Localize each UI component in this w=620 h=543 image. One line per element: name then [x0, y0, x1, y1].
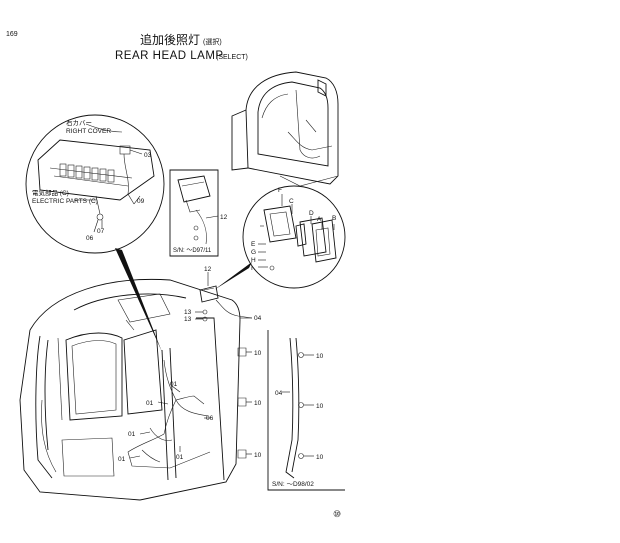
label-I: I: [251, 265, 253, 272]
callout-12: 12: [204, 266, 212, 273]
callout-13-b: 13: [184, 316, 192, 323]
title-japanese-note: (選択): [203, 37, 222, 46]
callout-01-e: 01: [176, 454, 184, 461]
lamp-box-callout-12: 12: [220, 214, 228, 221]
callout-06: 06: [86, 235, 94, 242]
label-B: B: [332, 215, 336, 222]
callout-01-a: 01: [170, 381, 178, 388]
title-english-note: (SELECT): [216, 54, 248, 61]
title-japanese: 追加後照灯: [140, 32, 200, 47]
label-E: E: [251, 241, 256, 248]
label-electric-parts-en: ELECTRIC PARTS (C): [32, 198, 98, 205]
variant-panel-right: [267, 330, 345, 491]
lamp-variant-box: [169, 169, 219, 257]
footer-mark: ⑩: [333, 509, 341, 519]
callout-01-b: 01: [146, 400, 154, 407]
inset-pointer: [115, 248, 162, 352]
exploded-pointer: [214, 262, 252, 290]
panel-callout-04: 04: [275, 390, 283, 397]
small-cab-drawing: [231, 71, 339, 187]
callout-04: 04: [254, 315, 262, 322]
page-number: 169: [6, 31, 18, 38]
callout-01-c: 01: [128, 431, 136, 438]
callout-13-a: 13: [184, 309, 192, 316]
label-F: F: [278, 187, 282, 194]
label-G: G: [251, 249, 256, 256]
callout-03: 03: [144, 152, 152, 159]
inset-right-cover-detail: [25, 114, 165, 254]
label-right-cover-jp: 右カバー: [66, 118, 92, 127]
lamp-box-serial: S/N: ～D97/11: [173, 248, 212, 254]
callout-01-d: 01: [118, 456, 126, 463]
label-right-cover-en: RIGHT COVER: [66, 128, 111, 135]
panel-callout-10-b: 10: [316, 403, 324, 410]
callout-07: 07: [97, 228, 105, 235]
title-english: REAR HEAD LAMP: [115, 50, 224, 62]
panel-serial: S/N: ～D98/02: [272, 481, 314, 488]
panel-callout-10-a: 10: [316, 353, 324, 360]
label-C: C: [289, 198, 294, 205]
label-A: A: [317, 216, 322, 223]
label-electric-parts-jp: 電気部品 (C): [32, 188, 69, 197]
label-D: D: [309, 210, 314, 217]
callout-10-a: 10: [254, 350, 262, 357]
inset-lamp-exploded: [242, 185, 346, 289]
main-cab-drawing: [19, 272, 253, 501]
callout-06: 06: [206, 415, 214, 422]
callout-10-b: 10: [254, 400, 262, 407]
callout-09: 09: [137, 198, 145, 205]
label-H: H: [251, 257, 256, 264]
callout-10-c: 10: [254, 452, 262, 459]
panel-callout-10-c: 10: [316, 454, 324, 461]
